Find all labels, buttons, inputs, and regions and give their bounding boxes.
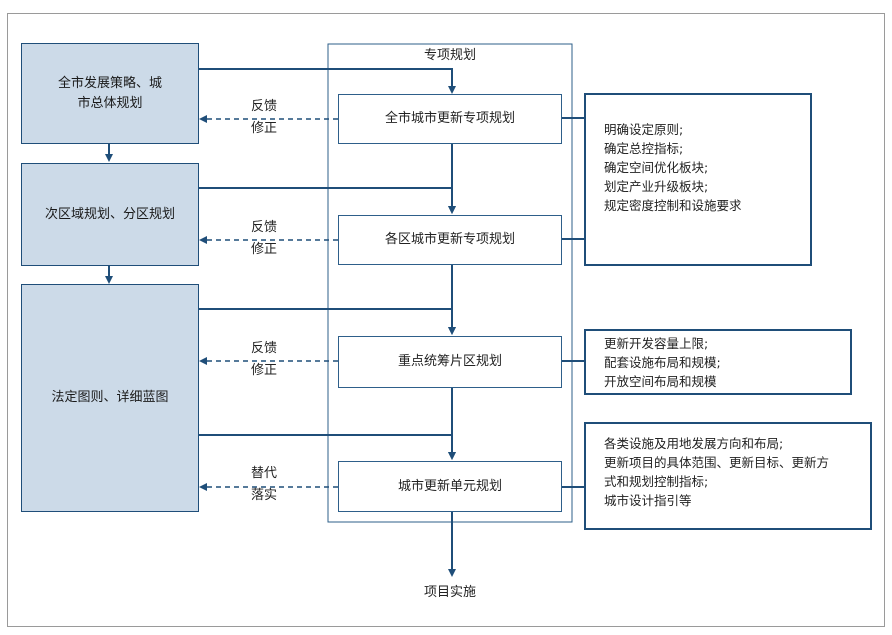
box-city-renewal-plan: 全市城市更新专项规划	[338, 94, 562, 144]
box-key-area-plan: 重点统筹片区规划	[338, 336, 562, 388]
note-1-line-3: 确定空间优化板块;	[604, 160, 709, 175]
box-district-renewal-plan: 各区城市更新专项规划	[338, 215, 562, 265]
note-2-line-3: 开放空间布局和规模	[604, 374, 717, 389]
box-renewal-unit-plan-label: 城市更新单元规划	[397, 478, 502, 494]
note-2-line-2: 配套设施布局和规模;	[604, 355, 721, 370]
box-district-planning-label: 次区域规划、分区规划	[44, 206, 175, 222]
feedback-label-2: 反馈 修正	[244, 217, 284, 261]
connector-statutory-to-key-area	[198, 308, 456, 335]
box-district-planning: 次区域规划、分区规划	[21, 163, 199, 266]
feedback-label-3-top: 反馈	[250, 341, 277, 356]
note-1-line-5: 规定密度控制和设施要求	[604, 198, 742, 213]
note-1-line-4: 划定产业升级板块;	[604, 179, 709, 194]
feedback-label-1-top: 反馈	[250, 99, 277, 114]
feedback-label-4: 替代 落实	[244, 463, 284, 507]
box-district-renewal-plan-label: 各区城市更新专项规划	[384, 232, 515, 247]
feedback-label-4-bottom: 落实	[250, 488, 277, 503]
note-3-line-3: 式和规划控制指标;	[604, 474, 709, 489]
note-box-city-renewal: 明确设定原则; 确定总控指标; 确定空间优化板块; 划定产业升级板块; 规定密度…	[584, 93, 812, 266]
box-key-area-plan-label: 重点统筹片区规划	[397, 354, 502, 369]
note-1-line-2: 确定总控指标;	[604, 141, 684, 156]
note-3-line-4: 城市设计指引等	[604, 493, 692, 508]
special-planning-title: 专项规划	[423, 48, 476, 63]
feedback-label-4-top: 替代	[250, 466, 277, 481]
box-city-strategy: 全市发展策略、城市总体规划	[21, 43, 199, 144]
box-city-renewal-plan-label: 全市城市更新专项规划	[384, 111, 515, 126]
feedback-label-1-bottom: 修正	[250, 121, 277, 136]
note-box-renewal-unit: 各类设施及用地发展方向和布局; 更新项目的具体范围、更新目标、更新方 式和规划控…	[584, 422, 872, 530]
box-statutory-plan-label: 法定图则、详细蓝图	[51, 390, 169, 405]
feedback-label-3-bottom: 修正	[250, 363, 277, 378]
feedback-label-2-bottom: 修正	[250, 242, 277, 257]
connector-statutory-to-unit	[198, 434, 456, 460]
special-planning-container	[327, 43, 573, 523]
note-2-line-1: 更新开发容量上限;	[604, 336, 709, 351]
feedback-label-2-top: 反馈	[250, 220, 277, 235]
feedback-label-3: 反馈 修正	[244, 338, 284, 382]
note-3-line-1: 各类设施及用地发展方向和布局;	[604, 436, 784, 451]
box-city-strategy-label: 全市发展策略、城市总体规划	[57, 75, 162, 111]
note-3-line-2: 更新项目的具体范围、更新目标、更新方	[604, 455, 830, 470]
diagram-frame	[7, 13, 885, 627]
box-renewal-unit-plan: 城市更新单元规划	[338, 461, 562, 512]
box-statutory-plan: 法定图则、详细蓝图	[21, 284, 199, 512]
project-implementation-label: 项目实施	[423, 585, 476, 600]
feedback-label-1: 反馈 修正	[244, 96, 284, 140]
note-1-line-1: 明确设定原则;	[604, 122, 684, 137]
connector-district-to-district-renewal	[198, 187, 456, 214]
connector-strategy-to-renewal	[198, 68, 456, 94]
note-box-key-area: 更新开发容量上限; 配套设施布局和规模; 开放空间布局和规模	[584, 329, 852, 395]
